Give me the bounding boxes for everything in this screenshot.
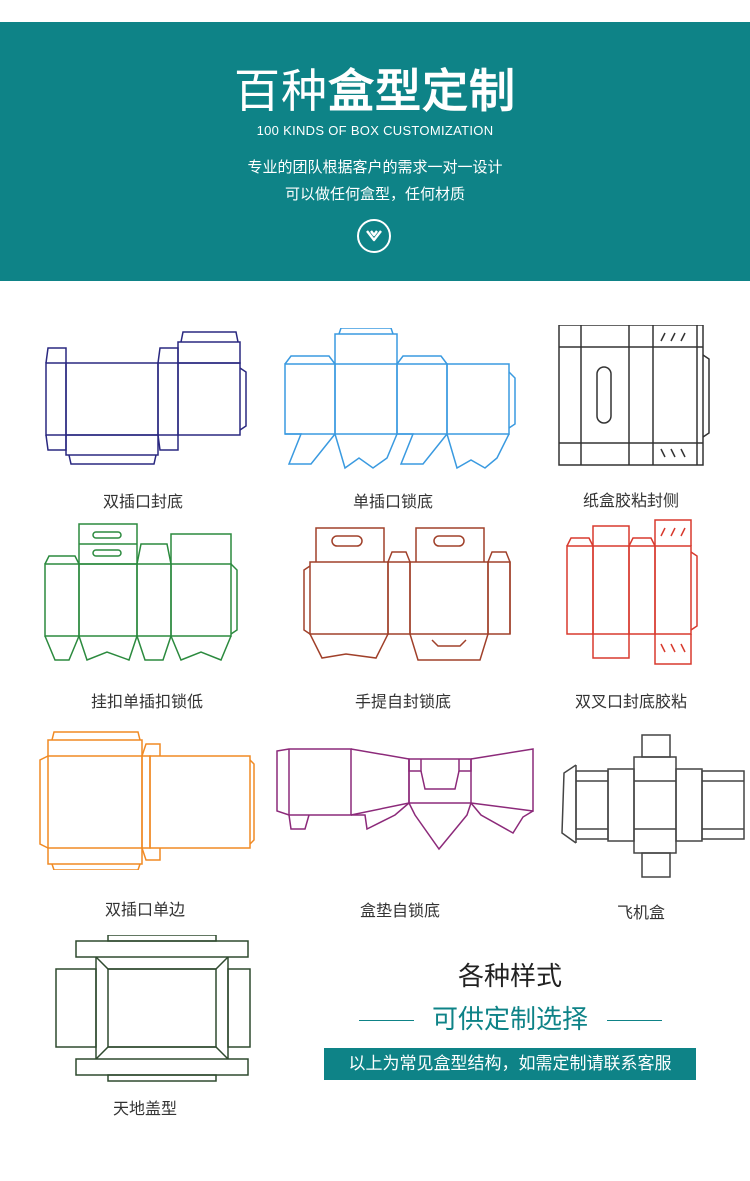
banner-description: 专业的团队根据客户的需求一对一设计 可以做任何盒型，任何材质 bbox=[0, 154, 750, 208]
handle-self-lock-bottom-dieline bbox=[303, 527, 511, 661]
box-type-item-5[interactable]: 手提自封锁底 bbox=[278, 522, 528, 711]
slogan-line-2: 可供定制选择 bbox=[421, 1000, 598, 1040]
box-type-label: 纸盒胶粘封侧 bbox=[582, 491, 679, 510]
glued-side-box-dieline bbox=[558, 325, 710, 466]
slogan-block: 各种样式 可供定制选择 以上为常见盒型结构，如需定制请联系客服 bbox=[320, 960, 700, 1080]
slogan-line-1: 各种样式 bbox=[457, 962, 562, 992]
description-line-2: 可以做任何盒型，任何材质 bbox=[284, 185, 465, 203]
contact-service-bar[interactable]: 以上为常见盒型结构，如需定制请联系客服 bbox=[324, 1048, 696, 1080]
double-fork-glued-bottom-dieline bbox=[566, 519, 698, 665]
lid-and-base-box-dieline bbox=[54, 935, 251, 1082]
box-type-item-8[interactable]: 盒垫自锁底 bbox=[275, 745, 534, 920]
box-type-label: 双插口单边 bbox=[104, 900, 185, 919]
double-tuck-single-side-dieline bbox=[39, 731, 255, 870]
box-type-label: 天地盖型 bbox=[112, 1099, 177, 1118]
title-thin-part: 百种 bbox=[234, 64, 328, 118]
subtitle-english: 100 KINDS OF BOX CUSTOMIZATION bbox=[256, 123, 494, 138]
box-type-item-6[interactable]: 双叉口封底胶粘 bbox=[506, 518, 750, 711]
box-type-label: 挂扣单插扣锁低 bbox=[90, 692, 203, 711]
title-bold-part: 盒型定制 bbox=[328, 64, 516, 118]
box-type-item-3[interactable]: 纸盒胶粘封侧 bbox=[506, 325, 750, 510]
box-type-label: 双插口封底 bbox=[102, 492, 183, 511]
page-title: 百种盒型定制 bbox=[0, 64, 750, 118]
double-tuck-box-dieline bbox=[45, 331, 247, 465]
box-type-label: 单插口锁底 bbox=[352, 492, 433, 511]
box-type-item-10[interactable]: 天地盖型 bbox=[20, 935, 270, 1118]
box-type-item-2[interactable]: 单插口锁底 bbox=[268, 328, 518, 511]
box-type-label: 手提自封锁底 bbox=[354, 692, 451, 711]
header-banner: 百种盒型定制 100 KINDS OF BOX CUSTOMIZATION 专业… bbox=[0, 22, 750, 281]
hang-tab-lock-bottom-dieline bbox=[44, 523, 238, 661]
box-type-label: 飞机盒 bbox=[616, 903, 665, 922]
slogan-line-2-wrap: 可供定制选择 bbox=[320, 1000, 700, 1040]
box-type-label: 双叉口封底胶粘 bbox=[574, 692, 687, 711]
chevron-down-circle-icon[interactable] bbox=[357, 219, 391, 253]
box-type-item-4[interactable]: 挂扣单插扣锁低 bbox=[22, 520, 272, 711]
box-type-item-7[interactable]: 双插口单边 bbox=[20, 730, 270, 919]
single-tuck-lock-bottom-dieline bbox=[283, 328, 516, 470]
divider-line-right bbox=[607, 1020, 662, 1021]
description-line-1: 专业的团队根据客户的需求一对一设计 bbox=[247, 158, 503, 176]
divider-line-left bbox=[359, 1020, 414, 1021]
box-type-item-1[interactable]: 双插口封底 bbox=[18, 328, 268, 511]
mailer-box-dieline bbox=[560, 734, 745, 878]
tray-self-lock-bottom-dieline bbox=[276, 748, 534, 851]
box-type-label: 盒垫自锁底 bbox=[359, 901, 440, 920]
box-type-item-9[interactable]: 飞机盒 bbox=[516, 733, 750, 922]
